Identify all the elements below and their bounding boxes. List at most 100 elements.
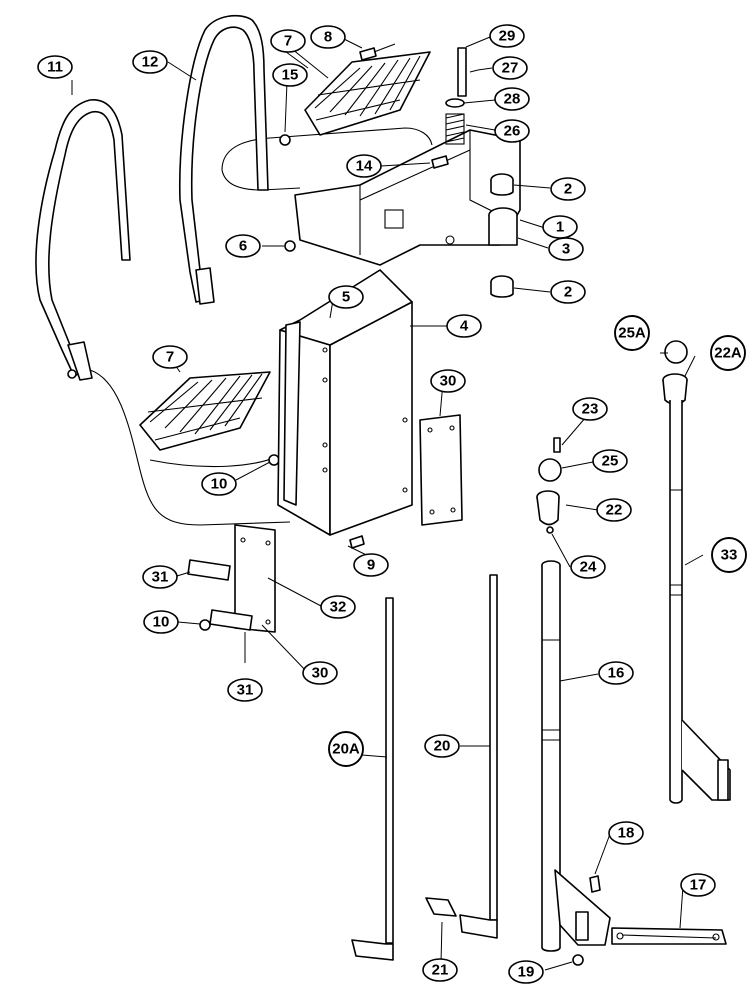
callout-6: 6 [225, 234, 261, 258]
callout-label: 10 [153, 614, 170, 631]
callout-18: 18 [608, 821, 644, 845]
handrail-12-foot [195, 267, 215, 305]
rod-20A [351, 597, 394, 961]
callout-label: 8 [324, 29, 332, 46]
plate-30-upper [419, 414, 463, 526]
callout-label: 11 [47, 59, 63, 76]
callout-17: 17 [680, 873, 716, 897]
bolt-9 [349, 535, 365, 549]
callout-2: 2 [550, 280, 586, 304]
callout-label: 2 [564, 181, 572, 198]
strap-31-upper [187, 559, 231, 581]
callout-label: 25A [618, 325, 646, 342]
callout-3: 3 [548, 237, 584, 261]
support-column [277, 269, 413, 536]
callout-label: 20A [332, 741, 360, 758]
callout-label: 17 [690, 877, 707, 894]
callout-label: 14 [356, 158, 373, 175]
callout-20: 20 [424, 734, 460, 758]
callout-label: 19 [518, 964, 535, 981]
nut-6 [284, 240, 296, 252]
handrail-11 [35, 99, 131, 377]
strap-31-lower [209, 609, 253, 631]
callout-label: 7 [284, 33, 292, 50]
callout-22A: 22A [710, 335, 746, 371]
callout-32: 32 [320, 595, 356, 619]
callout-23: 23 [572, 397, 608, 421]
link-17 [611, 927, 727, 945]
handrail-12 [178, 14, 269, 303]
shaft-16 [541, 560, 611, 952]
bushing-lower [490, 275, 514, 298]
knob-25A [664, 340, 688, 364]
callout-31: 31 [142, 565, 178, 589]
callout-label: 9 [367, 557, 375, 574]
callout-19: 19 [508, 960, 544, 984]
callout-15: 15 [272, 63, 308, 87]
callout-label: 22A [714, 345, 742, 362]
callout-25: 25 [592, 449, 628, 473]
callout-label: 12 [142, 54, 159, 71]
callout-26: 26 [494, 119, 530, 143]
callout-33: 33 [711, 537, 747, 573]
callout-label: 4 [460, 318, 469, 335]
callout-28: 28 [494, 87, 530, 111]
pin-29 [457, 47, 467, 97]
callout-label: 30 [312, 665, 329, 682]
handrail-11-foot [67, 341, 93, 381]
callout-label: 22 [606, 502, 623, 519]
nut-19 [572, 954, 584, 966]
bolt-8 [359, 43, 396, 61]
nut-15 [279, 134, 291, 146]
callout-label: 23 [582, 401, 599, 418]
callout-30: 30 [430, 369, 466, 393]
rod-20 [459, 574, 498, 939]
callout-14: 14 [346, 154, 382, 178]
roll-pin-27 [469, 69, 479, 73]
bushing-22 [536, 490, 560, 526]
lower-step-tread [139, 371, 271, 451]
nut-lower-left [67, 369, 77, 379]
callout-label: 18 [618, 825, 635, 842]
callout-label: 31 [152, 569, 169, 586]
bolt-18 [589, 875, 601, 893]
callout-label: 16 [608, 665, 625, 682]
callout-label: 31 [237, 682, 254, 699]
callout-label: 20 [434, 738, 451, 755]
ball-24 [546, 526, 554, 534]
callout-8: 8 [310, 25, 346, 49]
callout-1: 1 [542, 215, 578, 239]
callout-label: 2 [564, 284, 572, 301]
callout-label: 7 [166, 349, 174, 366]
handle-21 [425, 897, 457, 917]
knob-25 [538, 458, 562, 482]
callout-30: 30 [302, 661, 338, 685]
callout-label: 21 [432, 962, 449, 979]
callout-label: 30 [440, 373, 457, 390]
bushing-22A [662, 373, 688, 405]
callout-label: 15 [282, 67, 299, 84]
upper-step-tread [304, 51, 431, 136]
callout-10: 10 [143, 610, 179, 634]
nut-10-lower [199, 619, 211, 631]
callout-10: 10 [201, 472, 237, 496]
callout-31: 31 [227, 678, 263, 702]
callout-label: 6 [239, 238, 247, 255]
bolt-14 [431, 155, 449, 169]
callout-7: 7 [152, 345, 188, 369]
bushing-upper [490, 173, 514, 196]
callout-2: 2 [550, 177, 586, 201]
callout-label: 33 [721, 547, 738, 564]
plate-30-lower [234, 524, 276, 633]
callout-12: 12 [132, 50, 168, 74]
callout-label: 27 [502, 60, 519, 77]
washer-28 [445, 98, 465, 108]
callout-25A: 25A [614, 315, 650, 351]
callout-label: 26 [504, 123, 521, 140]
callout-label: 32 [330, 599, 347, 616]
callout-27: 27 [492, 56, 528, 80]
callout-22: 22 [596, 498, 632, 522]
